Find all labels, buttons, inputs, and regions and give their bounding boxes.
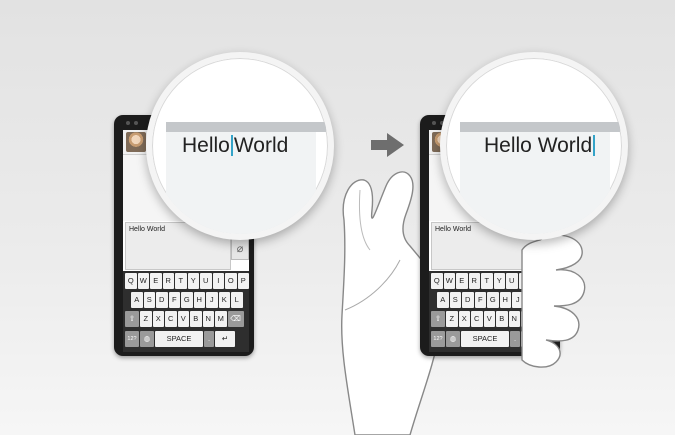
key[interactable]: J [512,292,524,308]
key[interactable]: W [137,273,149,289]
fingers-icon [521,234,586,368]
key[interactable]: N [202,311,214,327]
key[interactable]: V [177,311,189,327]
key[interactable]: U [506,273,518,289]
symbols-key[interactable]: 12? [431,331,445,347]
key[interactable]: J [206,292,218,308]
compose-text: Hello World [129,226,166,233]
globe-icon[interactable]: ◍ [140,331,154,347]
key[interactable]: K [218,292,230,308]
period-key[interactable]: . [204,331,214,347]
key[interactable]: N [508,311,520,327]
key[interactable]: D [156,292,168,308]
key[interactable]: U [200,273,212,289]
key[interactable]: O [225,273,237,289]
key[interactable]: D [462,292,474,308]
avatar[interactable] [126,132,146,152]
key[interactable]: R [162,273,174,289]
text-before-cursor: Hello [182,134,230,157]
keyboard-row-4: 12? ◍ SPACE . ↵ [431,331,541,347]
camera-dot [126,121,130,125]
camera-dot [432,121,436,125]
magnified-text: Hello World [484,134,596,158]
key[interactable]: A [437,292,449,308]
compose-text: Hello World [435,226,472,233]
key[interactable]: X [152,311,164,327]
text-cursor [230,135,233,156]
key[interactable]: X [458,311,470,327]
key[interactable]: T [175,273,187,289]
key[interactable]: Q [431,273,443,289]
key[interactable]: F [168,292,180,308]
key[interactable]: P [237,273,249,289]
symbols-key[interactable]: 12? [125,331,139,347]
key[interactable]: T [481,273,493,289]
period-key[interactable]: . [510,331,520,347]
space-key[interactable]: SPACE [461,331,509,347]
shift-icon[interactable]: ⇧ [125,311,139,327]
key[interactable]: Z [446,311,458,327]
key[interactable]: H [499,292,511,308]
magnifier-after: Hello World [440,52,628,240]
key[interactable]: W [443,273,455,289]
keyboard-row-3: ⇧ Z X C V B N M ⌫ [125,311,244,327]
text-before-cursor: Hello World [484,134,593,157]
key[interactable]: C [165,311,177,327]
text-after-cursor: World [233,134,289,157]
magnifier-header [166,122,326,132]
key[interactable]: Q [125,273,137,289]
key[interactable]: E [456,273,468,289]
key[interactable]: S [143,292,155,308]
key[interactable]: I [212,273,224,289]
key[interactable]: V [483,311,495,327]
key[interactable]: H [193,292,205,308]
magnifier-field [460,132,610,234]
key[interactable]: R [468,273,480,289]
key[interactable]: Y [493,273,505,289]
paperclip-icon[interactable]: ⌀ [231,238,249,260]
backspace-icon[interactable]: ⌫ [227,311,244,327]
camera-dot [134,121,138,125]
space-key[interactable]: SPACE [155,331,203,347]
keyboard-row-1: Q W E R T Y U I O P [125,273,249,289]
magnifier-header [460,122,620,132]
key[interactable]: A [131,292,143,308]
keyboard-row-2: A S D F G H J K L [131,292,243,308]
key[interactable]: G [181,292,193,308]
enter-icon[interactable]: ↵ [215,331,235,347]
key[interactable]: E [150,273,162,289]
key[interactable]: Y [187,273,199,289]
globe-icon[interactable]: ◍ [446,331,460,347]
key[interactable]: C [471,311,483,327]
key[interactable]: M [215,311,227,327]
key[interactable]: F [474,292,486,308]
key[interactable]: S [449,292,461,308]
magnifier-field [166,132,316,234]
keyboard: Q W E R T Y U I O P A S D F G H [123,271,249,352]
key[interactable]: Z [140,311,152,327]
shift-icon[interactable]: ⇧ [431,311,445,327]
key[interactable]: G [487,292,499,308]
text-cursor [593,135,596,156]
arrow-right-icon [371,133,404,157]
keyboard-row-4: 12? ◍ SPACE . ↵ [125,331,235,347]
key[interactable]: B [190,311,202,327]
key[interactable]: L [231,292,243,308]
key[interactable]: B [496,311,508,327]
